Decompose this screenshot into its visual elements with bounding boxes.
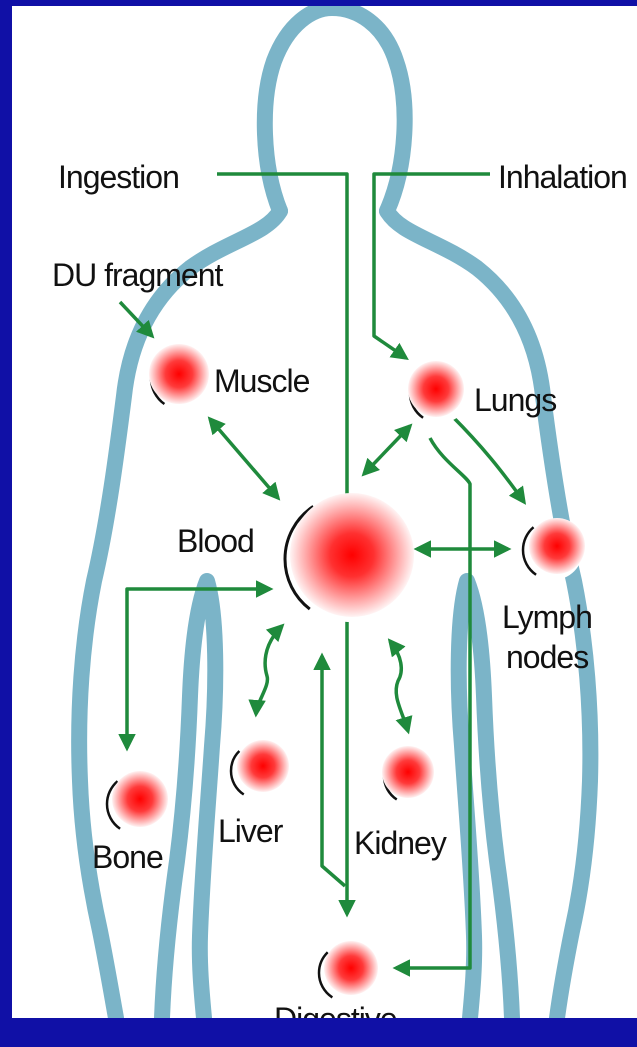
left-torso-outline — [162, 581, 215, 1018]
label-digestive: Digestive — [274, 1001, 397, 1018]
organ-liver — [231, 740, 289, 799]
label-bone: Bone — [92, 839, 163, 875]
label-muscle: Muscle — [214, 363, 310, 399]
label-blood: Blood — [177, 523, 254, 559]
blood-digestive-arrow — [322, 656, 345, 886]
organ-muscle — [149, 344, 215, 410]
organ-kidney — [382, 746, 440, 804]
organ-lungs — [408, 361, 470, 423]
right-torso-outline — [459, 581, 512, 1018]
lungs-blood-arrow — [364, 426, 410, 474]
ingestion-line — [217, 174, 347, 806]
label-lungs: Lungs — [474, 382, 556, 418]
label-inhalation: Inhalation — [498, 159, 627, 195]
organ-digestive — [319, 941, 378, 1002]
blood-liver-arrow — [256, 626, 282, 714]
blood-kidney-arrow — [390, 641, 408, 731]
label-lymph-line2: nodes — [506, 639, 588, 675]
label-kidney: Kidney — [354, 825, 447, 861]
organ-bone — [107, 771, 168, 834]
uranium-pathways-diagram: Ingestion Inhalation DU fragment Muscle … — [12, 6, 637, 1018]
muscle-blood-arrow — [210, 419, 278, 498]
organ-blood — [285, 493, 414, 622]
label-lymph-line1: Lymph — [502, 599, 592, 635]
label-liver: Liver — [218, 813, 284, 849]
lungs-lymph-arrow — [452, 416, 524, 502]
head-neck-outline — [265, 8, 405, 211]
label-ingestion: Ingestion — [58, 159, 179, 195]
diagram-panel: Ingestion Inhalation DU fragment Muscle … — [12, 6, 637, 1018]
label-du-fragment: DU fragment — [52, 257, 224, 293]
